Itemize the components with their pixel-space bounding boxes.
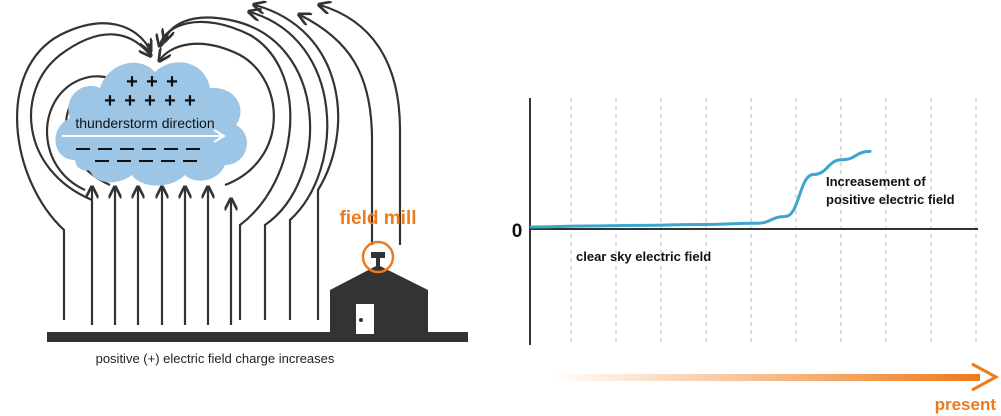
field-mill-ring <box>361 240 395 274</box>
ground <box>47 332 468 342</box>
zero-label: 0 <box>512 221 523 242</box>
cloud-label: thunderstorm direction <box>75 115 214 131</box>
cloud-plus-row-1: + + + <box>126 71 178 93</box>
door-knob <box>359 318 363 322</box>
plus-sign: + <box>124 90 136 112</box>
field-loop-right-3 <box>165 16 312 320</box>
field-loop-right-5 <box>255 5 340 320</box>
plus-sign: + <box>104 90 116 112</box>
field-loop-right-4 <box>250 12 329 320</box>
house-door <box>356 304 374 334</box>
plus-sign: + <box>144 90 156 112</box>
plus-sign: + <box>164 90 176 112</box>
chart: 0 clear sky electric field Increasement … <box>512 98 1000 414</box>
field-loop-left-2 <box>16 22 150 320</box>
field-loop-right-6 <box>320 5 402 245</box>
plus-sign: + <box>126 71 138 93</box>
house-body <box>330 265 428 334</box>
plus-sign: + <box>184 90 196 112</box>
series-line-electric-field <box>529 149 872 229</box>
field-loop-right-1 <box>160 42 275 187</box>
cloud-shape <box>55 62 247 186</box>
ground-caption: positive (+) electric field charge incre… <box>96 351 335 366</box>
thundercloud: + + + + + + + + thunderstorm direction <box>55 62 247 186</box>
present-arrowhead <box>971 362 1000 392</box>
plus-sign: + <box>166 71 178 93</box>
annotation-clear-sky: clear sky electric field <box>576 249 711 264</box>
annotation-increase-line2: positive electric field <box>826 192 955 207</box>
plus-sign: + <box>146 71 158 93</box>
house <box>330 240 428 334</box>
field-mill-sensor <box>371 252 385 258</box>
field-loop-left-1 <box>29 33 150 202</box>
thunderstorm-direction-arrowhead <box>213 129 226 143</box>
field-mill-label: field mill <box>339 208 416 229</box>
field-mill-post <box>376 258 380 268</box>
cloud-plus-row-2: + + + + + <box>104 90 196 112</box>
field-loop-left-3 <box>46 76 120 192</box>
field-loop-right-2 <box>160 20 292 320</box>
present-label: present <box>935 395 997 414</box>
chart-grid <box>570 98 977 344</box>
field-lines <box>16 5 402 325</box>
field-loop-right-7 <box>300 15 374 245</box>
annotation-increase-line1: Increasement of <box>826 174 926 189</box>
present-arrow-shaft <box>550 374 980 381</box>
